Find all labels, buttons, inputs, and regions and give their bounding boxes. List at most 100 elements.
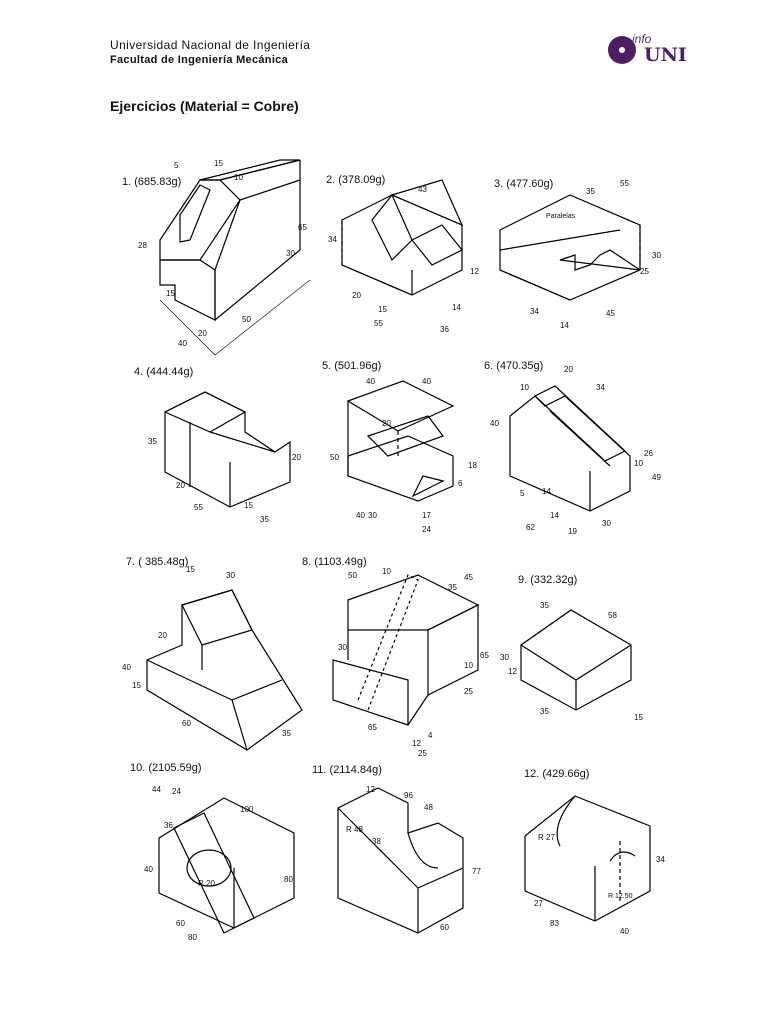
exercise-6-label: 6. (470.35g) (484, 360, 544, 372)
exercise-6-dimensions: 20 10 34 40 10 26 49 5 14 14 19 62 30 (490, 365, 661, 536)
exercise-1-label: 1. (685.83g) (122, 176, 182, 188)
dim-label: 38 (372, 837, 381, 846)
dim-label: 30 (226, 571, 235, 580)
exercise-8-drawing: 50 10 45 35 30 65 10 25 65 12 4 25 (332, 567, 489, 758)
dim-label: 6 (458, 479, 463, 488)
dim-label: 40 (178, 339, 187, 348)
dim-label: 26 (644, 449, 653, 458)
disc-logo-icon (608, 36, 636, 64)
dim-label: 14 (560, 321, 569, 330)
dim-label: 65 (480, 651, 489, 660)
dim-label: 44 (152, 785, 161, 794)
dim-label: 25 (418, 749, 427, 758)
dim-label: 20 (352, 291, 361, 300)
exercise-9-dimensions: 35 58 30 12 35 15 (500, 601, 643, 722)
exercise-2-drawing: 43 34 12 20 15 55 14 36 (328, 179, 479, 334)
exercise-11-dimensions: 12 96 48 R 48 38 77 60 (346, 785, 481, 932)
dim-label: 55 (194, 503, 203, 512)
dim-label: 18 (468, 461, 477, 470)
dim-label: 40 (356, 511, 365, 520)
exercise-10: 10. (2105.59g) 44 24 100 36 40 R 20 80 6… (124, 758, 304, 973)
dim-label: 10 (464, 661, 473, 670)
dim-label: 20 (564, 365, 573, 374)
dim-label: 60 (176, 919, 185, 928)
exercise-1-dimensions: 5 15 10 28 15 65 30 20 50 40 (138, 159, 307, 348)
dim-label: 20 (198, 329, 207, 338)
dim-label: 55 (374, 319, 383, 328)
dim-label: 100 (240, 805, 254, 814)
dim-label: 15 (378, 305, 387, 314)
exercise-6: 6. (470.35g) 20 10 34 40 10 26 49 5 14 1… (480, 356, 665, 546)
dim-label: 49 (652, 473, 661, 482)
exercise-7-drawing: 15 30 20 40 15 60 35 (122, 565, 303, 751)
exercise-9-label: 9. (332.32g) (518, 574, 578, 586)
faculty-name: Facultad de Ingeniería Mecánica (110, 54, 289, 66)
exercise-12-dimensions: R 27 34 R 12.50 27 83 40 (534, 833, 665, 936)
dim-label: 30 (368, 511, 377, 520)
dim-label: 14 (550, 511, 559, 520)
dim-label: 25 (640, 267, 649, 276)
dim-label: 40 (620, 927, 629, 936)
dim-label: 12 (412, 739, 421, 748)
dim-label: 50 (242, 315, 251, 324)
exercise-4-drawing: 35 20 20 15 55 35 (148, 391, 301, 524)
dim-label: 55 (620, 179, 629, 188)
dim-label: 40 (490, 419, 499, 428)
exercise-3-label: 3. (477.60g) (494, 178, 554, 190)
exercise-5-drawing: 40 40 20 50 18 6 40 30 17 24 (330, 377, 477, 534)
dim-label: 65 (368, 723, 377, 732)
exercise-7-label: 7. ( 385.48g) (126, 556, 189, 568)
dim-label: 14 (542, 487, 551, 496)
dim-label: 36 (440, 325, 449, 334)
dim-label: 15 (132, 681, 141, 690)
dim-label: 80 (188, 933, 197, 942)
exercise-7: 7. ( 385.48g) 15 30 20 40 15 60 35 (122, 550, 322, 760)
dim-label: 50 (348, 571, 357, 580)
exercise-12-label: 12. (429.66g) (524, 768, 590, 780)
exercise-8-label: 8. (1103.49g) (302, 556, 367, 568)
exercise-1: 1. (685.83g) 5 15 10 28 15 65 30 20 50 4… (120, 159, 311, 370)
dim-label: 24 (172, 787, 181, 796)
exercise-8-dimensions: 50 10 45 35 30 65 10 25 65 12 4 25 (338, 567, 489, 758)
dim-label: 27 (534, 899, 543, 908)
dim-label: 58 (608, 611, 617, 620)
dim-label: 10 (520, 383, 529, 392)
dim-label: 10 (234, 173, 243, 182)
dim-label: 15 (634, 713, 643, 722)
dim-label: 20 (158, 631, 167, 640)
exercise-12-drawing: R 27 34 R 12.50 27 83 40 (524, 795, 665, 936)
dim-label: 17 (422, 511, 431, 520)
dim-label: 15 (186, 565, 195, 574)
dim-label: 96 (404, 791, 413, 800)
dim-label: 10 (634, 459, 643, 468)
exercise-4-label: 4. (444.44g) (134, 366, 194, 378)
dim-label: 48 (424, 803, 433, 812)
logo-uni-text: UNI (644, 44, 687, 66)
dim-label: 12 (366, 785, 375, 794)
university-name: Universidad Nacional de Ingeniería (110, 38, 311, 52)
dim-label: 24 (422, 525, 431, 534)
dim-label: 15 (214, 159, 223, 168)
dim-label: 30 (338, 643, 347, 652)
exercise-10-label: 10. (2105.59g) (130, 762, 202, 774)
dim-label: 77 (472, 867, 481, 876)
dim-label: 50 (330, 453, 339, 462)
dim-label: 40 (122, 663, 131, 672)
dim-label: 35 (540, 601, 549, 610)
dim-label: R 27 (538, 833, 555, 842)
exercise-8: 8. (1103.49g) 50 10 45 35 30 65 10 25 65… (298, 550, 489, 770)
dim-label: 40 (144, 865, 153, 874)
exercise-3-drawing: 55 35 Paralelas 30 25 34 14 45 (499, 179, 661, 330)
exercise-5-dimensions: 40 40 20 50 18 6 40 30 17 24 (330, 377, 477, 534)
dim-label: 40 (422, 377, 431, 386)
exercise-9: 9. (332.32g) 35 58 30 12 35 15 (496, 570, 661, 740)
exercise-5: 5. (501.96g) 40 40 20 50 18 6 40 30 17 2… (318, 356, 478, 546)
dim-label: 5 (174, 161, 179, 170)
exercise-4-dimensions: 35 20 20 15 55 35 (148, 437, 301, 524)
dim-label: 36 (164, 821, 173, 830)
dim-label: 19 (568, 527, 577, 536)
exercise-2: 2. (378.09g) 43 34 12 20 15 55 14 36 (322, 170, 482, 360)
dim-label: R 12.50 (608, 893, 633, 900)
dim-label: 4 (428, 731, 433, 740)
dim-label: 43 (418, 185, 427, 194)
